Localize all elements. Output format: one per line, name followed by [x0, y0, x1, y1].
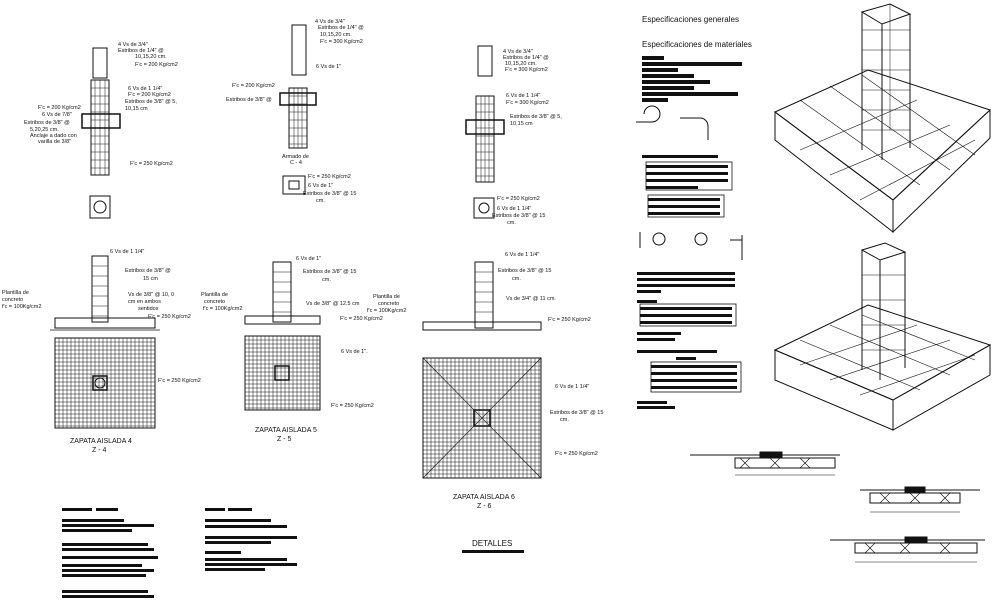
label: 4 Vs de 3/4"	[503, 49, 533, 55]
label: Estribos de 3/8" @ 5,	[510, 114, 562, 120]
label: F'c = 250 Kg/cm2	[130, 161, 173, 167]
footing-z6: 6 Vs de 1 1/4" Estribos de 3/8" @ 15 cm.…	[367, 252, 603, 510]
specifications-panel: Especificaciones generales Especificacio…	[636, 15, 752, 409]
label: Estribos de 3/8" @ 5,	[125, 99, 177, 105]
label: Estribos de 1/4" @	[503, 55, 549, 61]
spec-general-heading: Especificaciones generales	[642, 15, 739, 24]
label: cm.	[322, 277, 331, 283]
footing-code: Z - 5	[277, 436, 291, 443]
label: Vs de 3/8" @ 12.5 cm	[306, 301, 360, 307]
label: Estribos de 3/8" @ 15	[550, 410, 603, 416]
label: f'c = 100Kg/cm2	[2, 304, 41, 310]
label: Estribos de 3/8" @	[125, 268, 171, 274]
label: Vs de 3/8" @ 10, 0	[128, 292, 174, 298]
label: Estribos de 3/8" @	[226, 97, 272, 103]
label: 5,20,25 cm.	[30, 127, 59, 133]
label: Estribos de 3/8" @	[24, 120, 70, 126]
label: Plantilla de	[2, 290, 29, 296]
label: F'c = 250 Kg/cm2	[555, 451, 598, 457]
label: Anclaje a dado con	[30, 133, 77, 139]
label: 6 Vs de 1 1/4"	[497, 206, 531, 212]
label: cm.	[316, 198, 325, 204]
label: F'c = 250 Kg/cm2	[158, 378, 201, 384]
column-elevation-1: 4 Vs de 3/4" Estribos de 1/4" @ 10,15,20…	[24, 42, 178, 219]
label: sentidos	[138, 306, 159, 312]
label: 6 Vs de 1".	[341, 349, 368, 355]
label: 6 Vs de 1"	[316, 64, 341, 70]
isometric-view-top	[774, 3, 991, 234]
label: 4 Vs de 3/4"	[315, 19, 345, 25]
label: F'c = 200 Kg/cm2	[232, 83, 275, 89]
label: F'c = 300 Kg/cm2	[506, 100, 549, 106]
label: Estribos de 3/8" @ 15	[492, 213, 545, 219]
footing-z5: 6 Vs de 1" Estribos de 3/8" @ 15 cm. Vs …	[201, 256, 383, 443]
label: Armado de	[282, 154, 309, 160]
label: Estribos de 3/8" @ 15	[303, 191, 356, 197]
footing-code: Z - 4	[92, 447, 106, 454]
column-elevation-3: 4 Vs de 3/4" Estribos de 1/4" @ 10,15,20…	[465, 45, 562, 226]
label: 6 Vs de 1 1/4"	[506, 93, 540, 99]
label: f'c = 100Kg/cm2	[203, 306, 242, 312]
label: 10,15,20 cm.	[135, 54, 167, 60]
label: 10,15 cm	[510, 121, 533, 127]
footing-code: Z - 6	[477, 503, 491, 510]
label: Estribos de 1/4" @	[318, 25, 364, 31]
label: Estribos de 3/8" @ 15	[498, 268, 551, 274]
footing-title: ZAPATA AISLADA 5	[255, 427, 317, 434]
label: concreto	[378, 301, 399, 307]
label: 6 Vs de 1"	[308, 183, 333, 189]
label: 10,15,20 cm.	[505, 61, 537, 67]
label: concreto	[2, 297, 23, 303]
beam-detail-2	[860, 486, 980, 513]
label: F'c = 250 Kg/cm2	[548, 317, 591, 323]
label: 10,15 cm	[125, 106, 148, 112]
label: 6 Vs de 1 1/4"	[128, 86, 162, 92]
label: F'c = 250 Kg/cm2	[331, 403, 374, 409]
label: F'c = 250 Kg/cm2	[148, 314, 191, 320]
label: 6 Vs de 1 1/4"	[110, 249, 144, 255]
footing-title: ZAPATA AISLADA 6	[453, 494, 515, 501]
label: f'c = 100Kg/cm2	[367, 308, 406, 314]
beam-detail-3	[830, 536, 985, 563]
beam-detail-1	[690, 451, 840, 476]
label: F'c = 200 Kg/cm2	[128, 92, 171, 98]
label: Plantilla de	[201, 292, 228, 298]
label: F'c = 300 Kg/cm2	[505, 67, 548, 73]
label: varilla de 3/8"	[38, 139, 71, 145]
label: F'c = 300 Kg/cm2	[320, 39, 363, 45]
isometric-view-bottom	[773, 242, 992, 431]
spec-materials-heading: Especificaciones de materiales	[642, 40, 752, 49]
label: 15 cm	[143, 276, 158, 282]
label: 6 Vs de 1"	[296, 256, 321, 262]
label: cm en ambos	[128, 299, 161, 305]
footing-z4: 6 Vs de 1 1/4" Estribos de 3/8" @ 15 cm …	[2, 249, 201, 454]
details-title: DETALLES	[472, 539, 512, 548]
label: Vs de 3/4" @ 11 cm.	[506, 296, 556, 302]
footing-title: ZAPATA AISLADA 4	[70, 438, 132, 445]
label: F'c = 250 Kg/cm2	[340, 316, 383, 322]
label: 6 Vs de 1 1/4"	[505, 252, 539, 258]
label: cm.	[560, 417, 569, 423]
label: F'c = 200 Kg/cm2	[135, 62, 178, 68]
label: 6 Vs de 1 1/4"	[555, 384, 589, 390]
label: 6 Vs de 7/8"	[42, 112, 72, 118]
label: concreto	[204, 299, 225, 305]
label: C - 4	[290, 160, 302, 166]
details-underline	[462, 550, 524, 553]
label: Plantilla de	[373, 294, 400, 300]
label: cm.	[507, 220, 516, 226]
label: 10,15,20 cm.	[320, 32, 352, 38]
label: Estribos de 3/8" @ 15	[303, 269, 356, 275]
column-elevation-2: 4 Vs de 3/4" Estribos de 1/4" @ 10,15,20…	[226, 19, 364, 204]
label: cm.	[512, 276, 521, 282]
label: F'c = 250 Kg/cm2	[308, 174, 351, 180]
label: F'c = 200 Kg/cm2	[38, 105, 81, 111]
general-notes-block	[62, 508, 297, 598]
label: F'c = 250 Kg/cm2	[497, 196, 540, 202]
label: Estribos de 1/4" @	[118, 48, 164, 54]
label: 4 Vs de 3/4"	[118, 42, 148, 48]
